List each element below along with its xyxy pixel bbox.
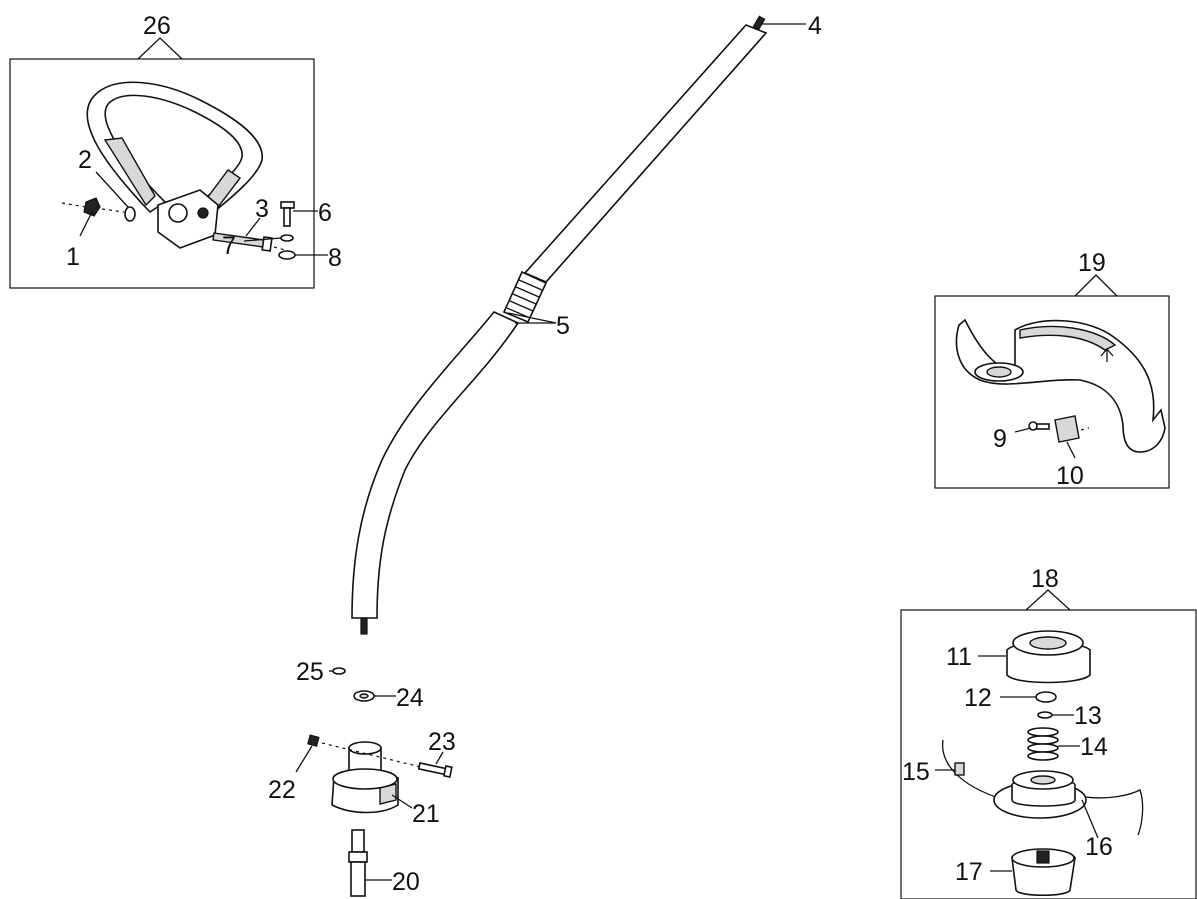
handle-grip-left [103, 137, 156, 207]
label-18: 18 [1031, 565, 1059, 593]
leader-10 [1066, 441, 1076, 459]
arbor-shaft-bottom [350, 861, 366, 897]
leader-22 [295, 745, 313, 773]
leader-7 [243, 237, 282, 242]
housing-bolt [417, 762, 449, 776]
handle-assembly-group: 26 1 2 3 [9, 12, 315, 289]
flat-washer [278, 250, 296, 260]
gear-housing-flange [332, 768, 398, 790]
bump-knob-center [1036, 850, 1050, 864]
clamp-bolt-boss [197, 207, 209, 219]
label-2: 2 [78, 146, 92, 174]
head-spring [1027, 727, 1059, 761]
leader-2 [95, 171, 129, 208]
line-cutting-blade [1054, 415, 1080, 443]
label-23: 23 [428, 728, 456, 756]
lower-drive-tip [360, 617, 368, 635]
label-12: 12 [964, 684, 992, 712]
leader-3 [245, 217, 261, 237]
label-16: 16 [1085, 833, 1113, 861]
gear-housing-notch [379, 783, 397, 805]
trimmer-line [941, 739, 1144, 836]
label-24: 24 [396, 684, 424, 712]
guard-group-bracket [1074, 274, 1118, 297]
label-4: 4 [808, 12, 822, 40]
handle-group-bracket [137, 37, 183, 60]
spool-core [1030, 775, 1056, 785]
gear-washer-hole [359, 693, 369, 699]
leader-1 [79, 211, 93, 237]
gear-housing-top [348, 741, 382, 755]
guard-screw-head [280, 201, 295, 209]
leader-5 [507, 312, 557, 324]
guard-assembly-group: 19 9 10 [934, 249, 1170, 490]
handle-bolt-head [261, 236, 273, 252]
handle-washer [124, 206, 136, 222]
trimmer-head-group: 18 11 12 13 14 15 [900, 565, 1197, 899]
upper-drive-tip [752, 15, 766, 31]
label-20: 20 [392, 868, 420, 896]
label-19: 19 [1078, 249, 1106, 277]
label-7: 7 [222, 232, 236, 260]
label-1: 1 [66, 243, 80, 271]
blade-axis [1080, 427, 1090, 431]
wing-nut [83, 197, 101, 217]
head-washer [1035, 691, 1057, 703]
guard-screw-shank [283, 207, 291, 227]
shaft-coupler [502, 270, 548, 324]
leader-21 [391, 794, 413, 809]
label-10: 10 [1056, 462, 1084, 490]
leader-23 [435, 751, 444, 765]
label-8: 8 [328, 244, 342, 272]
trimmer-head-box [900, 609, 1197, 899]
handle-clamp [157, 189, 219, 249]
line-eyelet [954, 762, 965, 776]
label-22: 22 [268, 776, 296, 804]
leader-9 [1014, 427, 1032, 433]
housing-nut [307, 734, 320, 747]
label-14: 14 [1080, 733, 1108, 761]
guard-assembly-box [934, 295, 1170, 489]
upper-shaft [523, 24, 768, 283]
arbor-shaft-top [351, 829, 365, 853]
guard-rib [1019, 325, 1117, 351]
label-5: 5 [556, 312, 570, 340]
clamp-bore [168, 203, 188, 223]
handle-assembly-box [9, 58, 315, 289]
trimmer-group-bracket [1025, 589, 1071, 611]
guard-hardware: 6 7 8 [222, 199, 342, 272]
label-26: 26 [143, 12, 171, 40]
handle-axis-left [61, 202, 87, 208]
label-15: 15 [902, 758, 930, 786]
label-25: 25 [296, 658, 324, 686]
arbor-shaft-collar [348, 851, 368, 863]
label-6: 6 [318, 199, 332, 227]
trimmer-guard [955, 318, 1166, 453]
label-3: 3 [255, 195, 269, 223]
lock-washer [280, 234, 294, 242]
guard-arrow [1100, 348, 1114, 362]
guard-mount-hole [986, 366, 1012, 378]
retaining-ring [332, 667, 346, 675]
handle-axis-mid [101, 208, 125, 213]
spool-housing-bore [1029, 636, 1067, 650]
label-9: 9 [993, 425, 1007, 453]
shaft-group: 4 5 [351, 12, 822, 635]
gear-head-group: 25 24 21 22 23 20 [268, 658, 456, 897]
label-11: 11 [946, 643, 972, 671]
label-21: 21 [412, 800, 440, 828]
label-13: 13 [1074, 702, 1102, 730]
housing-bolt-head [442, 765, 453, 778]
lower-curved-shaft [351, 311, 520, 619]
leader-16 [1081, 799, 1099, 839]
label-17: 17 [955, 858, 983, 886]
head-clip [1037, 711, 1053, 719]
